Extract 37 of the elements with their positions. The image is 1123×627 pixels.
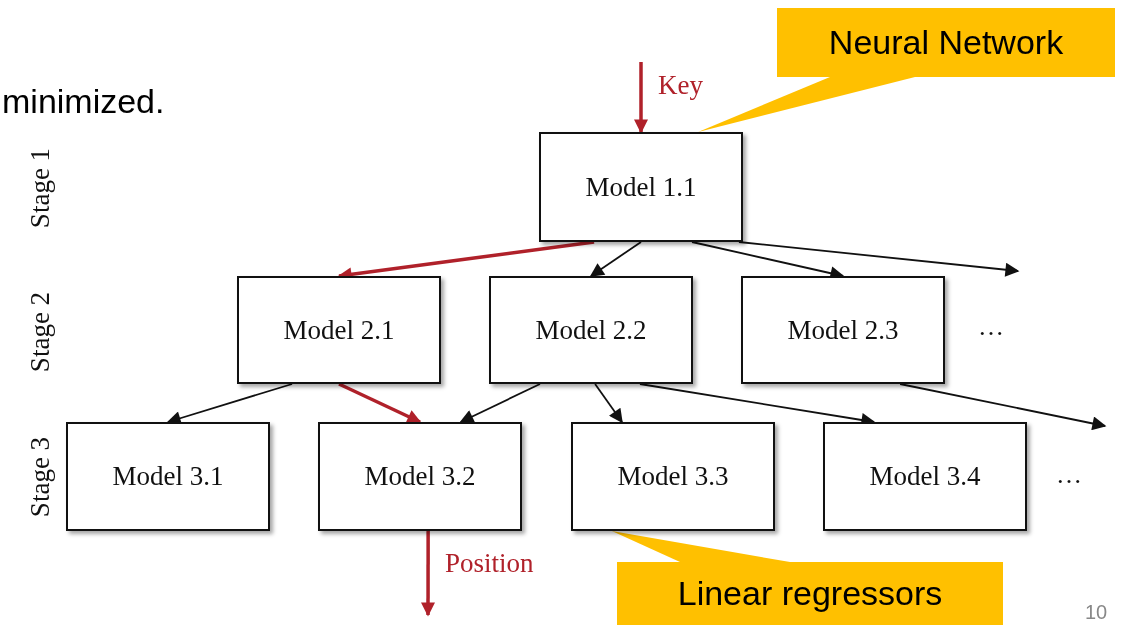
callout-pointer bbox=[611, 531, 790, 562]
stage-label: Stage 2 bbox=[24, 291, 56, 373]
arrow bbox=[589, 241, 642, 277]
arrow bbox=[459, 383, 541, 423]
arrow bbox=[166, 383, 293, 425]
arrow bbox=[899, 383, 1107, 431]
callout-pointer bbox=[698, 77, 915, 132]
page-number: 10 bbox=[1085, 602, 1108, 622]
model-label: Model 3.3 bbox=[617, 461, 729, 492]
arrow bbox=[738, 241, 1020, 277]
model-label: Model 3.2 bbox=[364, 461, 476, 492]
arrow bbox=[338, 382, 422, 424]
arrow bbox=[634, 62, 648, 134]
model-label: Model 2.1 bbox=[283, 314, 395, 346]
model-label: Model 2.3 bbox=[787, 314, 899, 346]
model-box bbox=[489, 276, 693, 384]
stage-label: Stage 3 bbox=[24, 436, 56, 518]
model-box bbox=[539, 132, 743, 242]
ellipsis: … bbox=[978, 312, 1004, 342]
model-box bbox=[571, 422, 775, 531]
callout-text: Linear regressors bbox=[677, 574, 943, 613]
ellipsis: … bbox=[1056, 460, 1082, 490]
callout-text: Neural Network bbox=[828, 23, 1064, 62]
arrow bbox=[421, 531, 435, 617]
callout-box bbox=[777, 8, 1115, 77]
model-label: Model 1.1 bbox=[585, 171, 697, 203]
model-box bbox=[318, 422, 522, 531]
model-label: Model 3.4 bbox=[869, 461, 981, 492]
model-label: Model 3.1 bbox=[112, 461, 224, 492]
model-box bbox=[237, 276, 441, 384]
model-label: Model 2.2 bbox=[535, 314, 647, 346]
model-box bbox=[741, 276, 945, 384]
arrow bbox=[594, 383, 623, 424]
model-box bbox=[66, 422, 270, 531]
model-box bbox=[823, 422, 1027, 531]
slide-text: minimized. bbox=[2, 82, 165, 121]
stage-label: Stage 1 bbox=[24, 147, 56, 229]
